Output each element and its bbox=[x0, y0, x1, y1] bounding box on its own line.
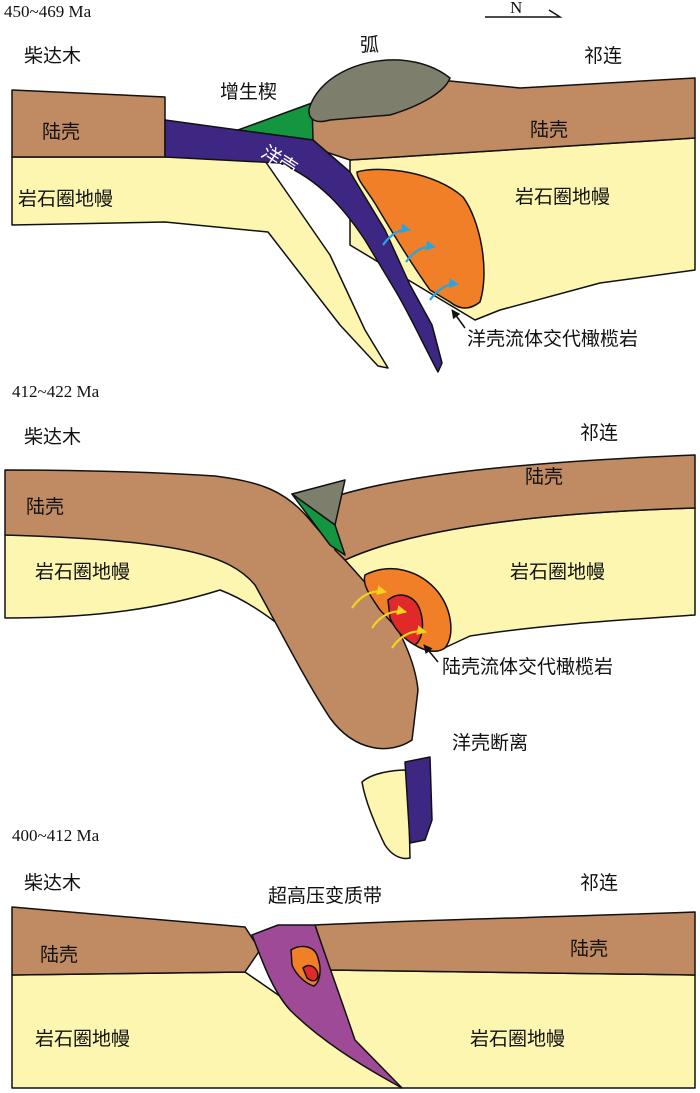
panel1-arc-label: 弧 bbox=[360, 34, 380, 56]
panel1-arc bbox=[308, 59, 451, 123]
panel2-fluid-arrow-3 bbox=[391, 625, 427, 649]
panel1-right-block-label: 祁连 bbox=[584, 45, 623, 67]
panel2-fluid-arrow-2 bbox=[371, 605, 407, 629]
panel2-slab-fragment-light bbox=[361, 769, 411, 860]
panel1-mantle-right-label: 岩石圈地幔 bbox=[515, 186, 611, 208]
panel3-age-label: 400~412 Ma bbox=[12, 826, 100, 845]
panel3-mantle-right-label: 岩石圈地幔 bbox=[470, 1028, 566, 1050]
panel3-right-block-label: 祁连 bbox=[580, 872, 619, 894]
panel2-pointer bbox=[423, 644, 439, 663]
panel1-fluid-arrow-1 bbox=[382, 223, 411, 246]
panel3-uhp-melt bbox=[302, 964, 319, 982]
panel1-fluid-arrow-2 bbox=[405, 240, 436, 263]
panel3-crust-left-label: 陆壳 bbox=[40, 944, 79, 966]
panel3-uhp-belt bbox=[251, 924, 403, 1089]
panel2-fluid-arrow-1 bbox=[351, 585, 387, 609]
panel3-crust-right-label: 陆壳 bbox=[570, 938, 609, 960]
panel2-crust-left bbox=[4, 469, 419, 750]
panel3-uhp-belt-label: 超高压变质带 bbox=[268, 885, 383, 907]
panel1-pointer bbox=[451, 309, 466, 329]
panel1-mantle-left-label: 岩石圈地幔 bbox=[18, 188, 114, 210]
panel2-age-label: 412~422 Ma bbox=[12, 382, 100, 401]
panel2-accretionary-wedge bbox=[291, 493, 346, 556]
panel1-crust-left-label: 陆壳 bbox=[42, 121, 81, 143]
panel2-fluid-arrows bbox=[351, 585, 427, 649]
panel1-age-label: 450~469 Ma bbox=[4, 2, 92, 21]
panel2-slab-fragment-oceanic bbox=[404, 756, 433, 844]
panel2-left-block-label: 柴达木 bbox=[24, 426, 82, 448]
panel2-crust-left-label: 陆壳 bbox=[26, 496, 65, 518]
panel-2-section bbox=[4, 454, 696, 860]
panel1-fluid-arrows bbox=[382, 223, 459, 301]
panel2-mantle-left-label: 岩石圈地幔 bbox=[35, 561, 131, 583]
panel1-peridotite-note: 洋壳流体交代橄榄岩 bbox=[467, 328, 639, 350]
panel1-oceanic-crust-slab bbox=[164, 119, 443, 373]
panel1-wedge-label: 增生楔 bbox=[220, 81, 278, 103]
panel3-mantle-left-label: 岩石圈地幔 bbox=[35, 1028, 131, 1050]
panel2-right-block-label: 祁连 bbox=[580, 422, 619, 444]
panel1-peridotite bbox=[356, 168, 485, 309]
panel1-crust-left bbox=[11, 89, 166, 158]
panel3-crust-right bbox=[314, 911, 696, 976]
panel2-mantle-right-label: 岩石圈地幔 bbox=[510, 561, 606, 583]
panel2-crust-right-label: 陆壳 bbox=[525, 466, 564, 488]
panel1-left-block-label: 柴达木 bbox=[24, 45, 82, 67]
panel2-peridotite-note: 陆壳流体交代橄榄岩 bbox=[442, 656, 614, 678]
panel3-left-block-label: 柴达木 bbox=[24, 872, 82, 894]
panel-3-section bbox=[11, 906, 696, 1089]
panel1-crust-right-label: 陆壳 bbox=[530, 119, 569, 141]
panel2-slab-breakoff-label: 洋壳断离 bbox=[452, 732, 529, 754]
north-arrow bbox=[485, 9, 563, 18]
panel3-crust-left bbox=[11, 906, 261, 976]
panel1-fluid-arrow-3 bbox=[429, 278, 459, 301]
panel2-crust-right bbox=[329, 454, 696, 561]
north-arrow-label: N bbox=[510, 0, 523, 17]
panel-1-section bbox=[11, 59, 696, 373]
